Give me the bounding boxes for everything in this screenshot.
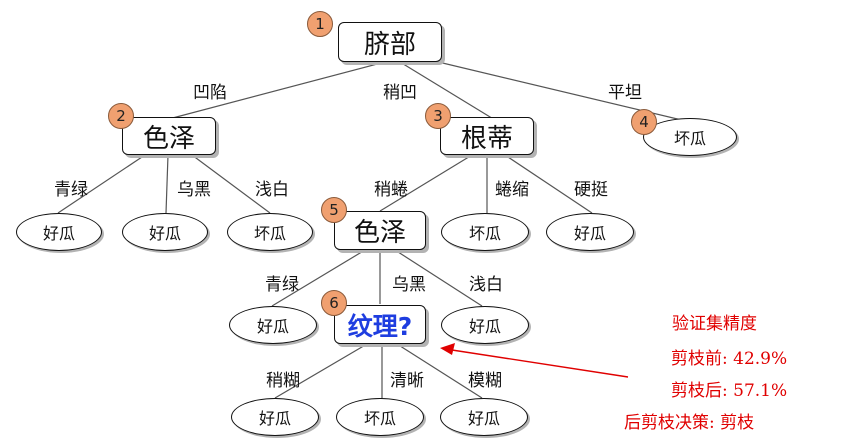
leaf-node: 坏瓜	[227, 213, 313, 251]
edge-label: 浅白	[255, 180, 289, 200]
node-root: 根蒂	[440, 117, 534, 155]
leaf-node: 好瓜	[546, 213, 634, 251]
annotation-title: 验证集精度	[672, 314, 757, 334]
edge-line	[274, 343, 368, 399]
edge-label: 蜷缩	[495, 180, 529, 200]
leaf-node: 坏瓜	[336, 398, 424, 436]
edge-line	[399, 61, 496, 121]
edge-label: 凹陷	[193, 83, 227, 103]
annotation-arrow	[440, 343, 629, 378]
edge-label: 青绿	[54, 180, 88, 200]
edge-label: 乌黑	[177, 180, 211, 200]
node-badge: 5	[321, 197, 347, 223]
leaf-node: 坏瓜	[441, 213, 529, 251]
edge-label: 浅白	[469, 275, 503, 295]
leaf-node: 好瓜	[122, 213, 208, 251]
leaf-node: 好瓜	[440, 398, 528, 436]
leaf-node: 好瓜	[16, 213, 102, 251]
node-badge: 2	[108, 103, 134, 129]
annotation-before: 剪枝前: 42.9%	[671, 349, 788, 369]
annotation-after: 剪枝后: 57.1%	[671, 381, 788, 401]
edge-line	[164, 61, 386, 121]
node-navel: 脐部	[338, 22, 442, 62]
edge-label: 稍蜷	[374, 180, 408, 200]
node-badge: 6	[321, 290, 347, 316]
edge-line	[396, 343, 483, 399]
edge-label: 模糊	[468, 371, 502, 391]
leaf-node: 好瓜	[231, 398, 319, 436]
node-leaf-bad: 坏瓜	[643, 118, 737, 156]
edge-label: 平坦	[608, 83, 642, 103]
node-color: 色泽	[122, 117, 216, 155]
edge-label: 乌黑	[392, 275, 426, 295]
leaf-node: 好瓜	[229, 306, 317, 344]
leaf-node: 好瓜	[441, 306, 529, 344]
edge-line	[57, 154, 146, 214]
node-color-2: 色泽	[334, 211, 426, 250]
node-texture: 纹理?	[334, 305, 426, 344]
edge-line	[504, 154, 593, 214]
node-badge: 4	[631, 109, 657, 135]
edge-line	[165, 154, 169, 214]
node-badge: 3	[425, 103, 451, 129]
edge-line	[271, 249, 366, 307]
edge-line	[191, 154, 271, 214]
edge-label: 稍糊	[266, 371, 300, 391]
annotation-decision: 后剪枝决策: 剪枝	[624, 413, 755, 433]
edge-label: 稍凹	[383, 83, 417, 103]
edge-label: 硬挺	[574, 180, 608, 200]
edge-label: 青绿	[265, 275, 299, 295]
node-badge: 1	[307, 11, 333, 37]
edge-label: 清晰	[390, 371, 424, 391]
edge-line	[379, 154, 473, 212]
edge-line	[394, 249, 483, 307]
